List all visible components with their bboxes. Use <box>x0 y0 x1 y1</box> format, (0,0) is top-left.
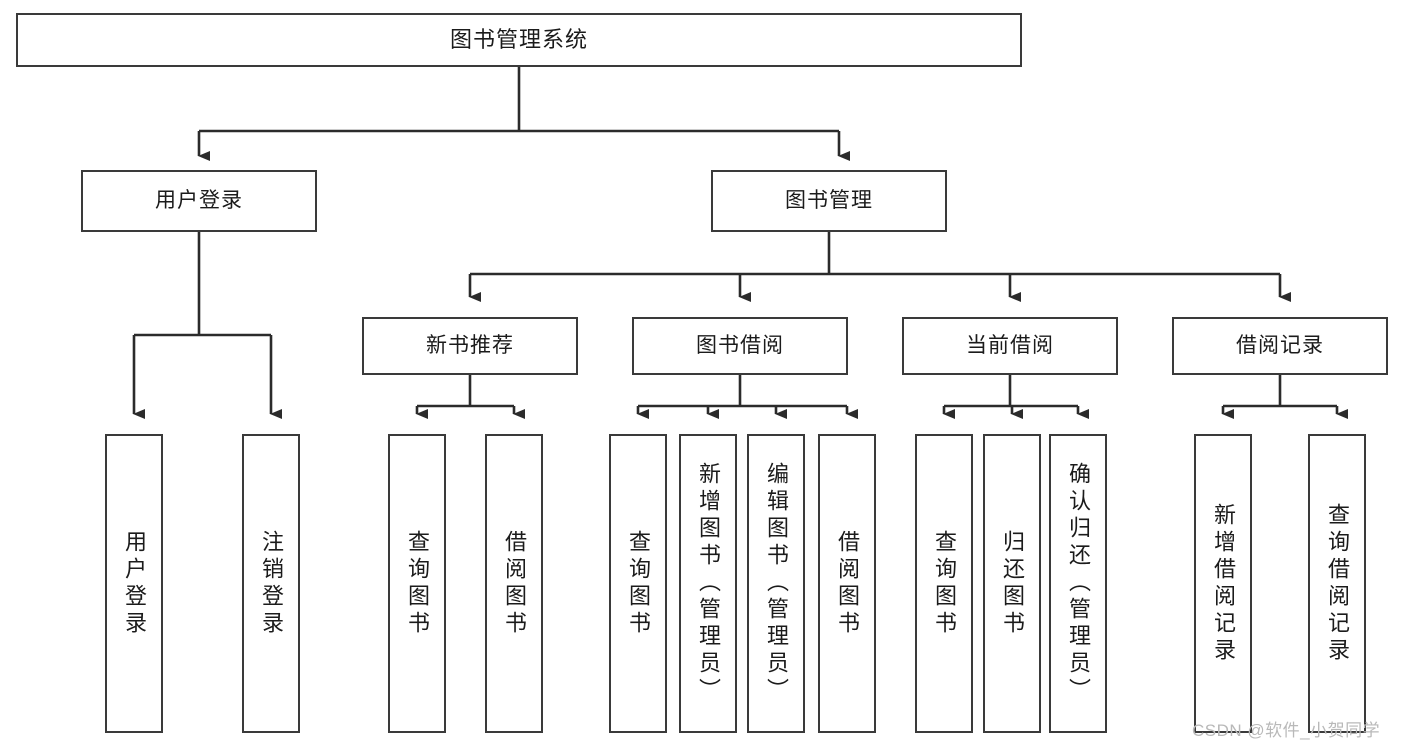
node-leaf-query-borrow-record[interactable]: 查询借阅记录 <box>1308 434 1366 733</box>
node-leaf-logout[interactable]: 注销登录 <box>242 434 300 733</box>
node-leaf-edit-book-label: 编辑图书（管理员） <box>764 462 789 705</box>
node-leaf-query-borrow-record-label: 查询借阅记录 <box>1325 502 1350 665</box>
node-user-login-label: 用户登录 <box>155 188 243 212</box>
node-root[interactable]: 图书管理系统 <box>16 13 1022 67</box>
node-leaf-query-book-2[interactable]: 查询图书 <box>609 434 667 733</box>
node-leaf-borrow-book-1-label: 借阅图书 <box>502 529 527 638</box>
node-book-borrow-label: 图书借阅 <box>696 333 784 357</box>
node-root-label: 图书管理系统 <box>449 27 588 53</box>
node-leaf-query-book-3-label: 查询图书 <box>932 529 957 638</box>
node-leaf-query-book-3[interactable]: 查询图书 <box>915 434 973 733</box>
node-leaf-add-borrow-record[interactable]: 新增借阅记录 <box>1194 434 1252 733</box>
node-leaf-logout-label: 注销登录 <box>259 529 284 638</box>
node-borrow-record[interactable]: 借阅记录 <box>1172 317 1388 375</box>
node-leaf-add-book[interactable]: 新增图书（管理员） <box>679 434 737 733</box>
node-current-borrow-label: 当前借阅 <box>966 333 1054 357</box>
node-leaf-confirm-return-label: 确认归还（管理员） <box>1066 462 1091 705</box>
node-leaf-user-login-label: 用户登录 <box>122 529 147 638</box>
node-leaf-user-login[interactable]: 用户登录 <box>105 434 163 733</box>
node-leaf-borrow-book-1[interactable]: 借阅图书 <box>485 434 543 733</box>
node-new-book-recommend-label: 新书推荐 <box>426 333 514 357</box>
node-book-borrow[interactable]: 图书借阅 <box>632 317 848 375</box>
node-leaf-query-book-2-label: 查询图书 <box>626 529 651 638</box>
node-book-manage-label: 图书管理 <box>785 188 873 212</box>
node-leaf-confirm-return[interactable]: 确认归还（管理员） <box>1049 434 1107 733</box>
node-book-manage[interactable]: 图书管理 <box>711 170 947 232</box>
node-leaf-borrow-book-2[interactable]: 借阅图书 <box>818 434 876 733</box>
node-leaf-add-book-label: 新增图书（管理员） <box>696 462 721 705</box>
node-leaf-query-book-1[interactable]: 查询图书 <box>388 434 446 733</box>
node-leaf-return-book[interactable]: 归还图书 <box>983 434 1041 733</box>
node-leaf-borrow-book-2-label: 借阅图书 <box>835 529 860 638</box>
node-leaf-add-borrow-record-label: 新增借阅记录 <box>1211 502 1236 665</box>
node-user-login[interactable]: 用户登录 <box>81 170 317 232</box>
node-leaf-query-book-1-label: 查询图书 <box>405 529 430 638</box>
node-leaf-return-book-label: 归还图书 <box>1000 529 1025 638</box>
node-current-borrow[interactable]: 当前借阅 <box>902 317 1118 375</box>
node-borrow-record-label: 借阅记录 <box>1236 333 1324 357</box>
node-leaf-edit-book[interactable]: 编辑图书（管理员） <box>747 434 805 733</box>
node-new-book-recommend[interactable]: 新书推荐 <box>362 317 578 375</box>
watermark-text: CSDN @软件_小贺同学 <box>1192 721 1381 740</box>
